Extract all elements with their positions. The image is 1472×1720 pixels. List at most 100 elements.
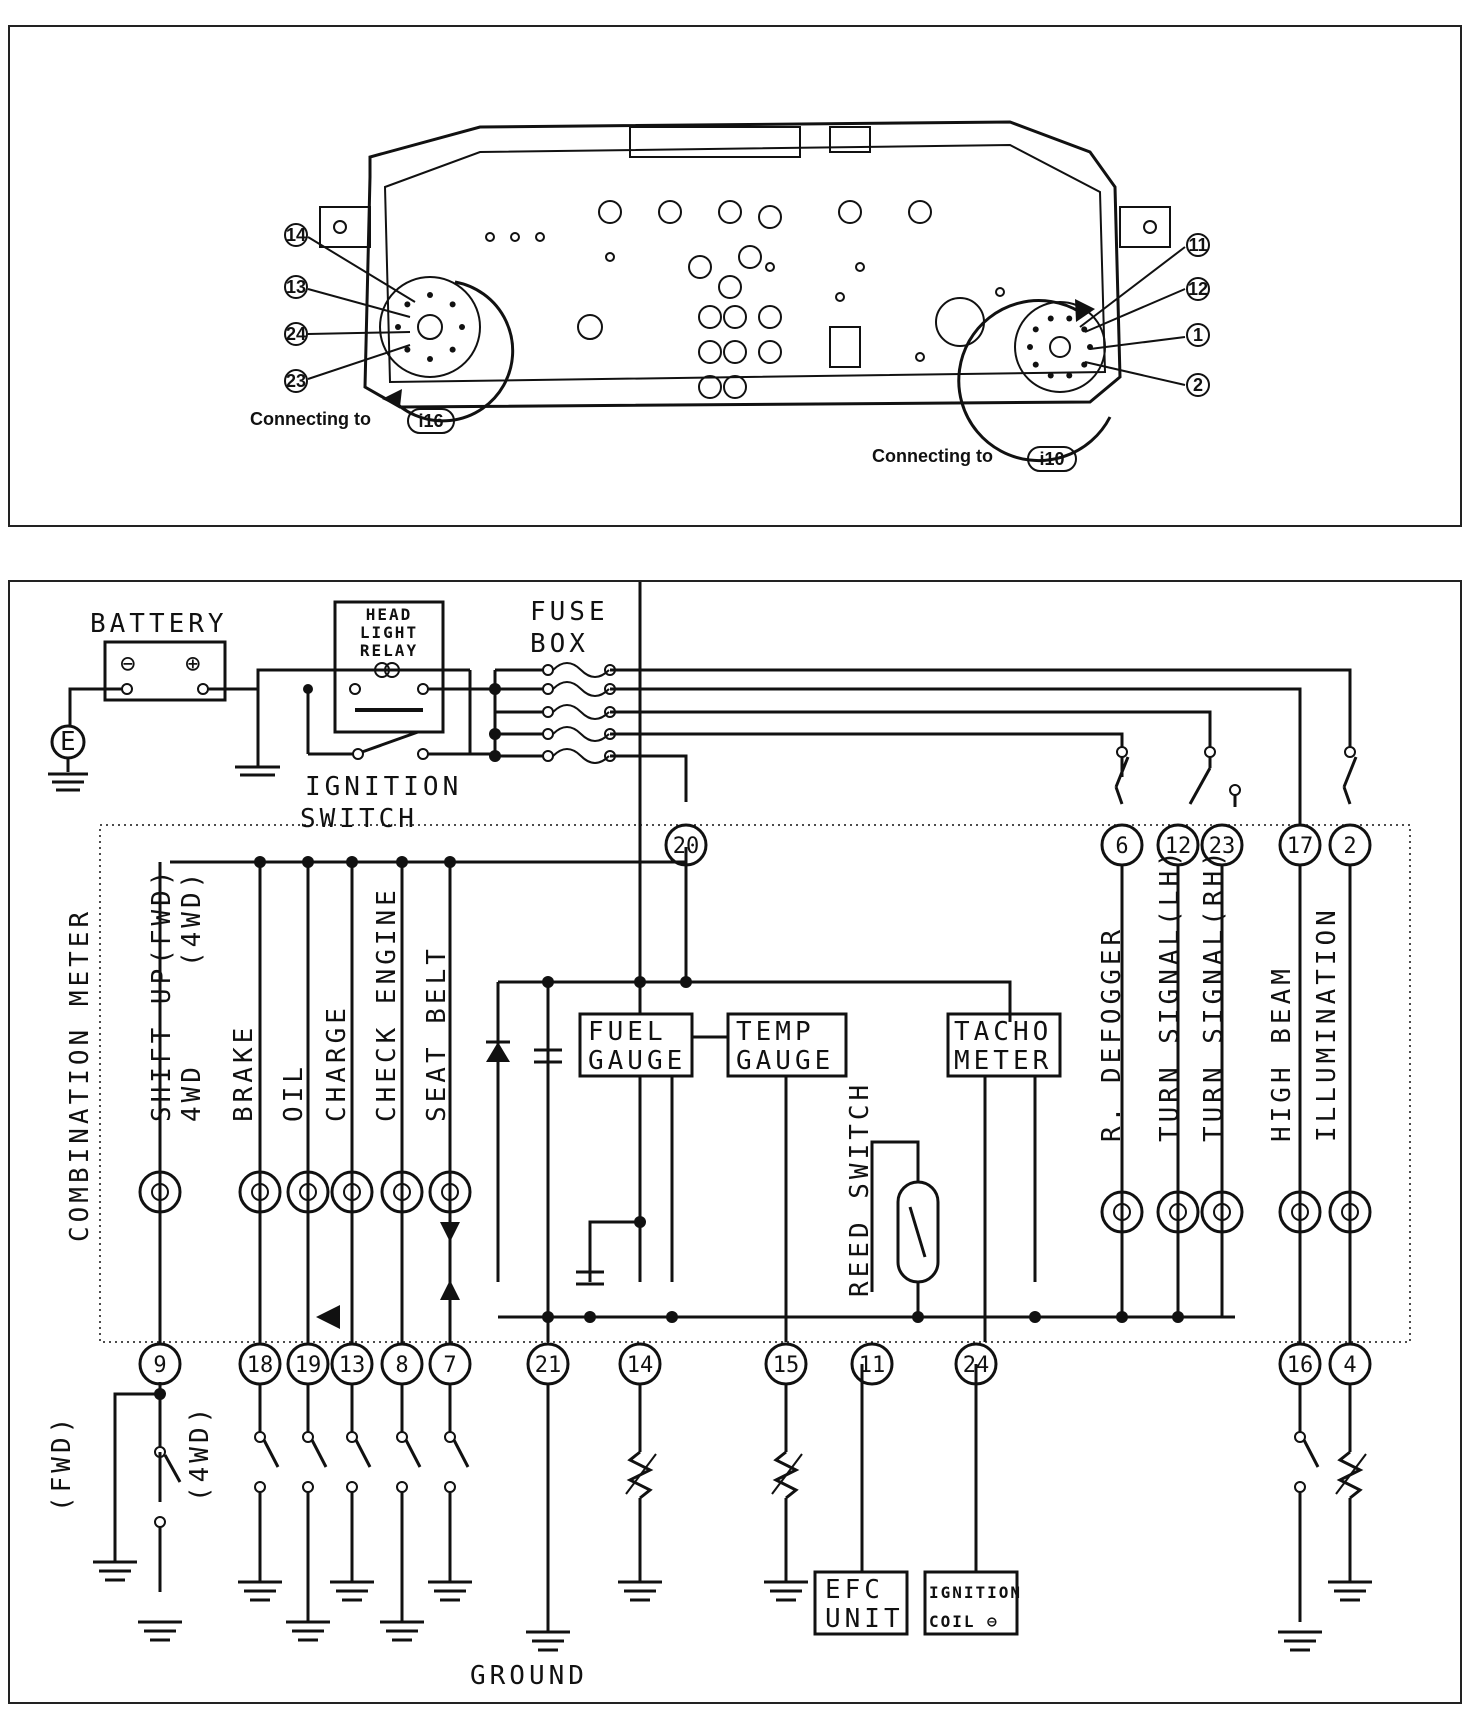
relay-label-2: LIGHT: [360, 623, 418, 642]
ignition-coil-box: [923, 1570, 1019, 1636]
lamp-filament: [343, 1183, 361, 1201]
bulb-socket: [908, 200, 932, 224]
cluster-inner-face: [383, 143, 1107, 384]
connector-pin: [404, 346, 411, 353]
combination-meter-label: COMBINATION METER: [65, 908, 95, 1242]
lamp-filament: [1291, 1203, 1309, 1221]
bulb-socket: [718, 200, 742, 224]
mount-tab-left: [319, 206, 371, 248]
pin-callouts-right: 11 12 1 2: [1079, 233, 1210, 397]
bottom-pin-21: 21: [535, 1353, 562, 1378]
arrow-head-right: [1075, 299, 1095, 322]
ground-bus-junction: [1172, 1311, 1184, 1323]
cluster-rear-view-panel: 14 13 24 23 11 12 1 2 Connecting to i16 …: [8, 25, 1462, 527]
fuse-box-label-2: BOX: [530, 629, 589, 659]
fuel-gauge-box: [578, 1012, 694, 1078]
wiring-schematic: BATTERY ⊖ ⊕ E HEAD LIGHT RELAY IGNITION …: [47, 582, 1411, 1691]
bus-junction: [444, 856, 456, 868]
trip-reset-knob: [577, 314, 603, 340]
pin-label-2: 2: [1193, 375, 1203, 395]
bottom-pin-16: 16: [1287, 1353, 1314, 1378]
bottom-pin-7: 7: [443, 1353, 456, 1378]
ground-bus-junction: [666, 1311, 678, 1323]
ground-bus-junction: [584, 1311, 596, 1323]
lamp-filament: [1113, 1203, 1131, 1221]
pin-label-11: 11: [1188, 235, 1207, 255]
bulb-socket: [688, 255, 712, 279]
headlight-relay-box: [333, 600, 445, 734]
charge-diode: [316, 1305, 340, 1329]
indicator-lamp: [286, 1170, 330, 1214]
lamp-filament: [441, 1183, 459, 1201]
speedometer-drive: [935, 297, 985, 347]
connector-pin: [1047, 315, 1054, 322]
top-pin-2: 2: [1343, 834, 1356, 859]
indicator-lamp: [330, 1170, 374, 1214]
ground-bus-junction: [912, 1311, 924, 1323]
temp-gauge-label-2: GAUGE: [736, 1046, 834, 1076]
bottom-pin-18: 18: [247, 1353, 274, 1378]
bulb-socket: [758, 205, 782, 229]
relay-label-3: RELAY: [360, 641, 418, 660]
switch-contact: [346, 1481, 358, 1493]
indicator-lamp: [380, 1170, 424, 1214]
lamp-filament: [393, 1183, 411, 1201]
sender-arrow: [771, 1453, 803, 1495]
illumination-label: ILLUMINATION: [1312, 906, 1342, 1142]
indicator-lamp: [428, 1170, 472, 1214]
bulb-socket: [598, 200, 622, 224]
pin-label-23: 23: [286, 371, 306, 391]
indicator-lamp: [1278, 1190, 1322, 1234]
lamp-filament: [251, 1183, 269, 1201]
turn-signal-lh-label: TURN SIGNAL(LH): [1155, 847, 1185, 1142]
ground-bus-junction: [1116, 1311, 1128, 1323]
battery-positive: ⊕: [185, 649, 205, 679]
fuel-sender-socket: [829, 326, 861, 368]
ground-symbols: [93, 1384, 1372, 1652]
connector-i10-hub: [1049, 336, 1071, 358]
cluster-rear-view-drawing: 14 13 24 23 11 12 1 2 Connecting to i16 …: [250, 120, 1210, 472]
fuse-element: [552, 662, 610, 678]
screw-hole: [855, 262, 865, 272]
reed-switch-label: REED SWITCH: [845, 1081, 875, 1297]
relay-label-1: HEAD: [366, 605, 413, 624]
r-defogger-label: R. DEFOGGER: [1097, 926, 1127, 1142]
connector-pin: [1027, 344, 1033, 350]
brake-diode: [440, 1280, 460, 1300]
lamp-filament: [1169, 1203, 1187, 1221]
connector-pin: [1032, 326, 1039, 333]
bulb-socket: [698, 305, 722, 329]
connector-i16-arrow: [388, 280, 515, 423]
oil-label: OIL: [279, 1063, 309, 1122]
tacho-meter-label-1: TACHO: [954, 1017, 1052, 1047]
seat-belt-diode: [440, 1222, 460, 1242]
ground-bus-junction: [542, 1311, 554, 1323]
connector-i10-arrow: [957, 299, 1112, 463]
switch-arm: [310, 1439, 328, 1468]
top-pin-6: 6: [1115, 834, 1128, 859]
switch-contact: [1294, 1431, 1306, 1443]
connector-pin: [395, 324, 401, 330]
switch-arm: [262, 1439, 280, 1468]
pin-label-12: 12: [1188, 279, 1208, 299]
connector-id-right: i10: [1039, 449, 1064, 469]
efc-unit-label-1: EFC: [825, 1575, 884, 1605]
lamp-filament: [1341, 1203, 1359, 1221]
fuse-box-label-1: FUSE: [530, 597, 609, 627]
ignition-coil-label-2: COIL ⊖: [929, 1612, 999, 1631]
connector-pin: [427, 292, 433, 298]
bulb-socket: [758, 305, 782, 329]
switch-contact: [254, 1431, 266, 1443]
battery-box: [103, 640, 227, 702]
lamp-filament: [1213, 1203, 1231, 1221]
bulb-socket: [698, 340, 722, 364]
indicator-lamp: [1100, 1190, 1144, 1234]
fuse-element: [552, 704, 610, 720]
bottom-pin-13: 13: [339, 1353, 366, 1378]
connector-pin: [449, 301, 456, 308]
connector-pin: [1066, 372, 1073, 379]
connector-badge-right: [1027, 446, 1077, 472]
connector-badge-left: [407, 408, 455, 434]
ignition-coil-label-1: IGNITION: [929, 1583, 1022, 1602]
